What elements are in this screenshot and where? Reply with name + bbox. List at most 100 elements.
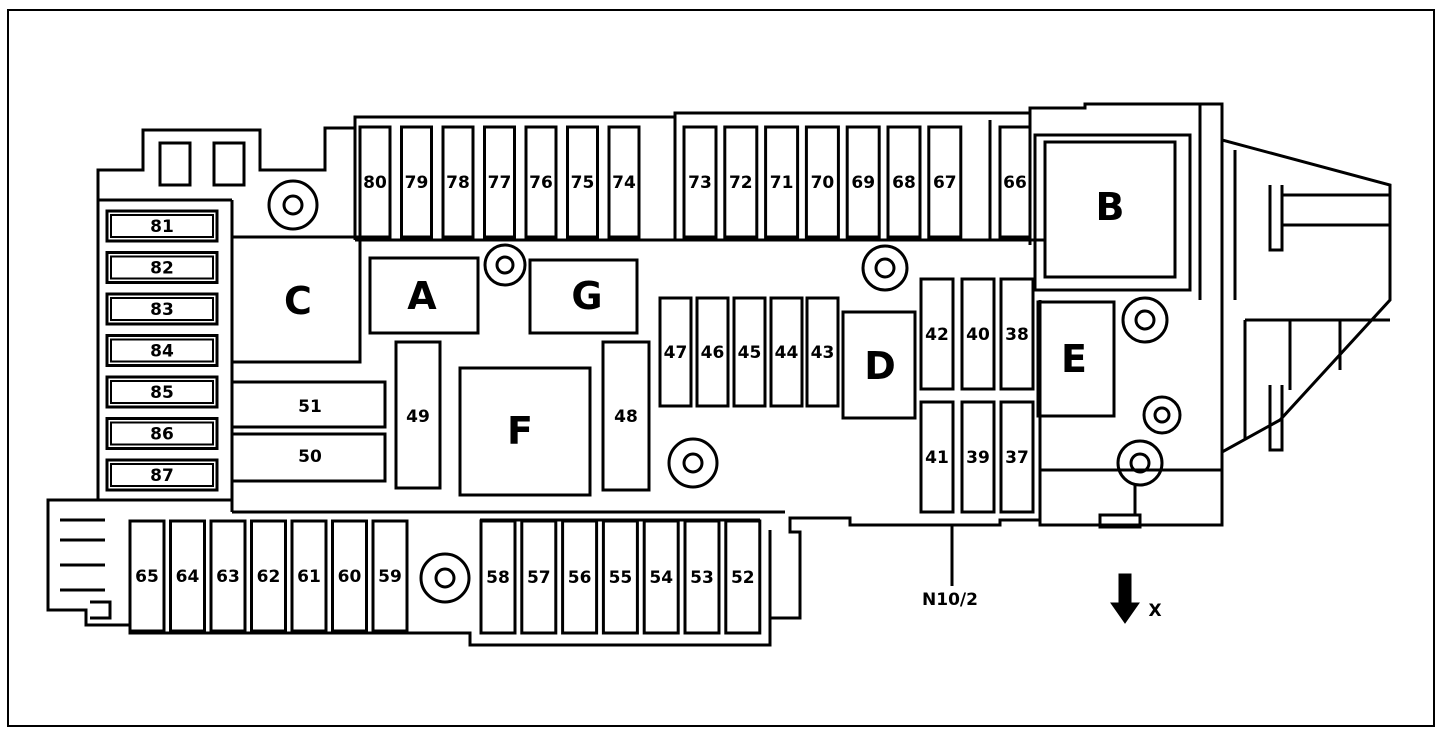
fuse-55: 55 [601,519,639,635]
fuse-70-label: 70 [811,173,835,193]
relay-c-label: C [284,279,312,323]
fuse-64-label: 64 [176,567,200,587]
fuse-62: 62 [250,519,287,633]
relay-d-box [841,310,917,420]
relay-a-box [368,256,480,335]
fuse-50-label: 50 [298,447,322,467]
fuse-61: 61 [290,519,328,633]
fuse-70: 70 [804,125,840,239]
fuse-52: 52 [724,519,762,635]
fuse-61-label: 61 [297,567,321,587]
fuse-54-label: 54 [649,568,673,588]
fuse-76: 76 [524,125,558,239]
fuse-83-label: 83 [150,300,174,320]
relay-g-label: G [571,274,602,318]
fuse-44: 44 [769,296,804,408]
fuse-66: 66 [998,125,1032,239]
fuse-66-label: 66 [1003,173,1027,193]
upper-bracket [353,117,992,240]
fuse-76-label: 76 [529,173,553,193]
fuse-86-label: 86 [150,425,174,445]
fuse-80-label: 80 [363,173,387,193]
fuse-81-label: 81 [150,217,174,237]
fuse-65: 65 [128,519,166,633]
fuse-85-label: 85 [150,383,174,403]
fuse-68: 68 [886,125,922,239]
fuse-62-label: 62 [257,567,281,587]
fuse-54: 54 [642,519,680,635]
fuse-60-label: 60 [338,567,362,587]
relay-c-box [230,235,362,364]
fuse-63-label: 63 [216,567,240,587]
mounting-screw-1 [267,179,319,231]
fuse-38-label: 38 [1005,325,1029,345]
fuse-47: 47 [658,296,693,408]
fuse-84: 84 [105,334,219,367]
fuse-71: 71 [764,125,800,239]
fuse-82-label: 82 [150,259,174,279]
fuse-72: 72 [723,125,759,239]
fuse-74: 74 [607,125,641,239]
fuse-67: 67 [927,125,963,239]
relay-e-label: E [1061,337,1087,381]
fuse-59-label: 59 [378,567,402,587]
fuse-64: 64 [169,519,206,633]
relay-d-label: D [864,344,896,388]
fuse-85: 85 [105,375,219,409]
fuse-87: 87 [105,458,219,492]
fuse-50-box [230,432,387,483]
fuse-40: 40 [960,277,996,391]
fuse-43-label: 43 [811,343,835,363]
fuse-45: 45 [732,296,767,408]
mounting-screw-7 [667,437,719,489]
fuse-51-label: 51 [298,397,322,417]
relay-a-label: A [407,274,437,318]
fuse-71-label: 71 [770,173,794,193]
fuse-83: 83 [105,292,219,326]
fuse-63: 63 [209,519,247,633]
mounting-screw-2 [483,243,527,287]
mounting-screw-4 [1121,296,1169,344]
fuse-77-label: 77 [488,173,512,193]
direction-label: X [1148,601,1161,621]
fuse-69: 69 [845,125,881,239]
fuse-57: 57 [520,519,558,635]
fuse-49-label: 49 [406,407,430,427]
fuse-42: 42 [919,277,955,391]
fuse-46: 46 [695,296,730,408]
fuse-69-label: 69 [851,173,875,193]
fuse-75: 75 [566,125,599,239]
fuse-59: 59 [371,519,409,633]
relay-b-box [1043,140,1177,279]
fuse-78: 78 [441,125,475,239]
fuse-58: 58 [479,519,517,635]
top-left-slot-2 [212,141,246,187]
fuse-48-box [601,340,651,492]
relay-b-label: B [1096,185,1125,229]
fuse-41-label: 41 [925,448,949,468]
fuse-74-label: 74 [612,173,636,193]
fuse-57-label: 57 [527,568,551,588]
fuse-58-label: 58 [486,568,510,588]
fuse-67-label: 67 [933,173,957,193]
fuse-43: 43 [805,296,840,408]
mounting-screw-6 [1116,439,1164,487]
relay-b-outer [1033,133,1192,292]
fuse-81: 81 [105,209,219,243]
fuse-73: 73 [682,125,718,239]
top-left-slot-1 [158,141,192,187]
fuse-53-label: 53 [690,568,714,588]
relay-g-box [528,258,639,335]
fuse-47-label: 47 [664,343,688,363]
fuse-52-label: 52 [731,568,755,588]
n10-2-label: N10/2 [922,590,978,610]
fuse-60: 60 [331,519,368,633]
fuse-48-label: 48 [614,407,638,427]
fuse-40-label: 40 [966,325,990,345]
fuse-42-label: 42 [925,325,949,345]
fuse-44-label: 44 [775,343,799,363]
fuse-51-box [230,380,387,429]
fuse-37: 37 [999,400,1035,514]
fuse-46-label: 46 [701,343,725,363]
